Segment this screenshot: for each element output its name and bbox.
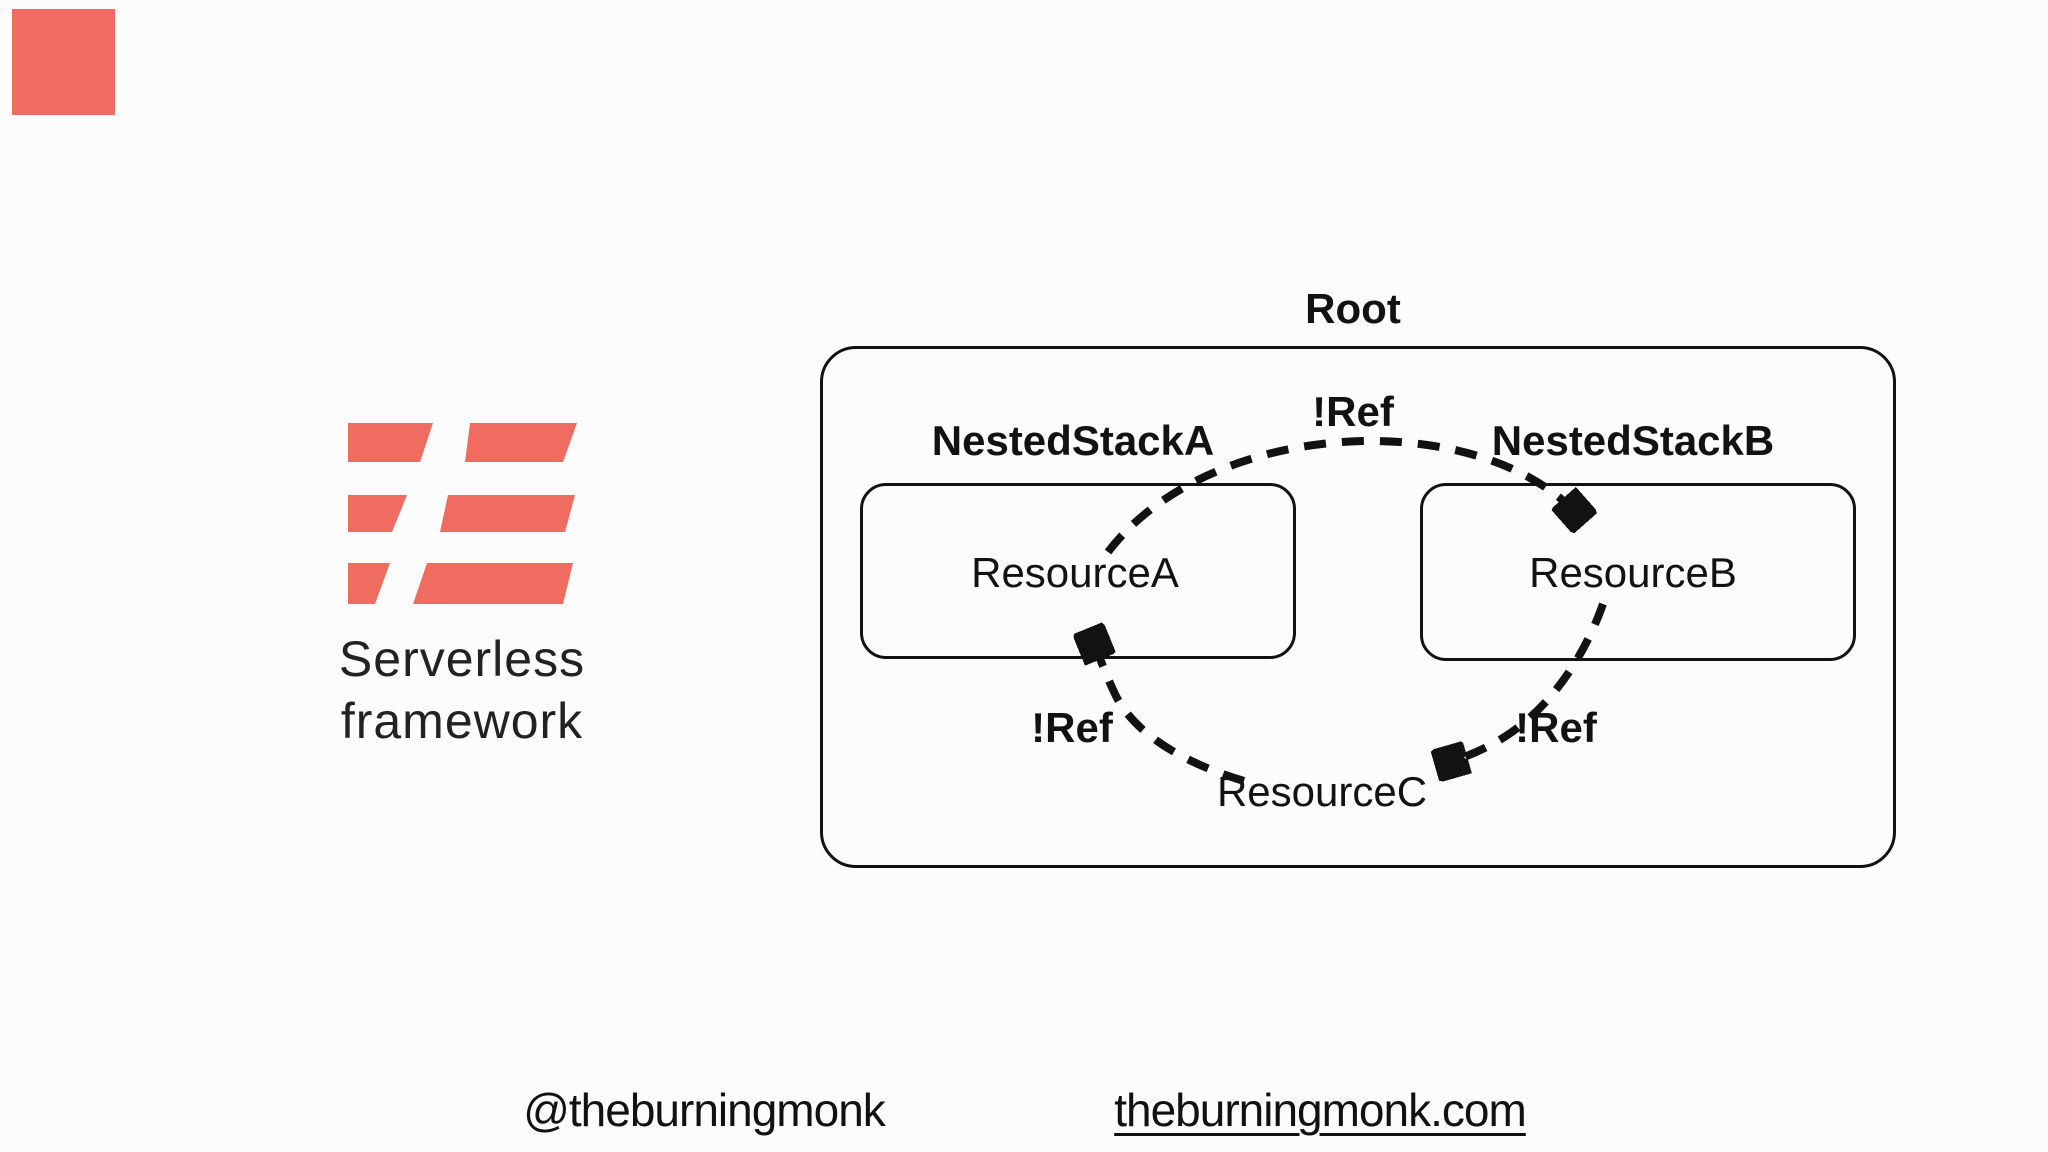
brand-wordmark-line2: framework [340, 693, 584, 749]
ref-label-left: !Ref [1031, 704, 1113, 751]
root-label: Root [1305, 285, 1401, 332]
brand-wordmark: Serverless framework [262, 628, 662, 752]
root-stack-box [820, 346, 1896, 868]
ref-label-right: !Ref [1515, 704, 1597, 751]
brand-wordmark-line1: Serverless [338, 631, 586, 687]
logo-bar-segment [440, 495, 575, 532]
logo-bar-segment [348, 495, 407, 532]
website-link[interactable]: theburningmonk.com [1114, 1084, 1527, 1136]
serverless-framework-logo-icon [348, 423, 577, 604]
resource-b-label: ResourceB [1529, 549, 1737, 596]
nested-stack-b-box [1420, 483, 1856, 661]
resource-c-label: ResourceC [1216, 768, 1428, 815]
resource-a-label: ResourceA [971, 549, 1179, 596]
corner-logo-fragment [12, 9, 115, 115]
twitter-handle: @theburningmonk [523, 1084, 886, 1136]
ref-label-top: !Ref [1312, 388, 1394, 435]
logo-bar-segment [348, 563, 390, 604]
logo-bar-segment [413, 563, 573, 604]
logo-bar-segment [465, 423, 577, 462]
nested-stack-b-label: NestedStackB [1491, 417, 1775, 464]
nested-stack-a-label: NestedStackA [931, 417, 1215, 464]
logo-bar-segment [348, 423, 433, 462]
